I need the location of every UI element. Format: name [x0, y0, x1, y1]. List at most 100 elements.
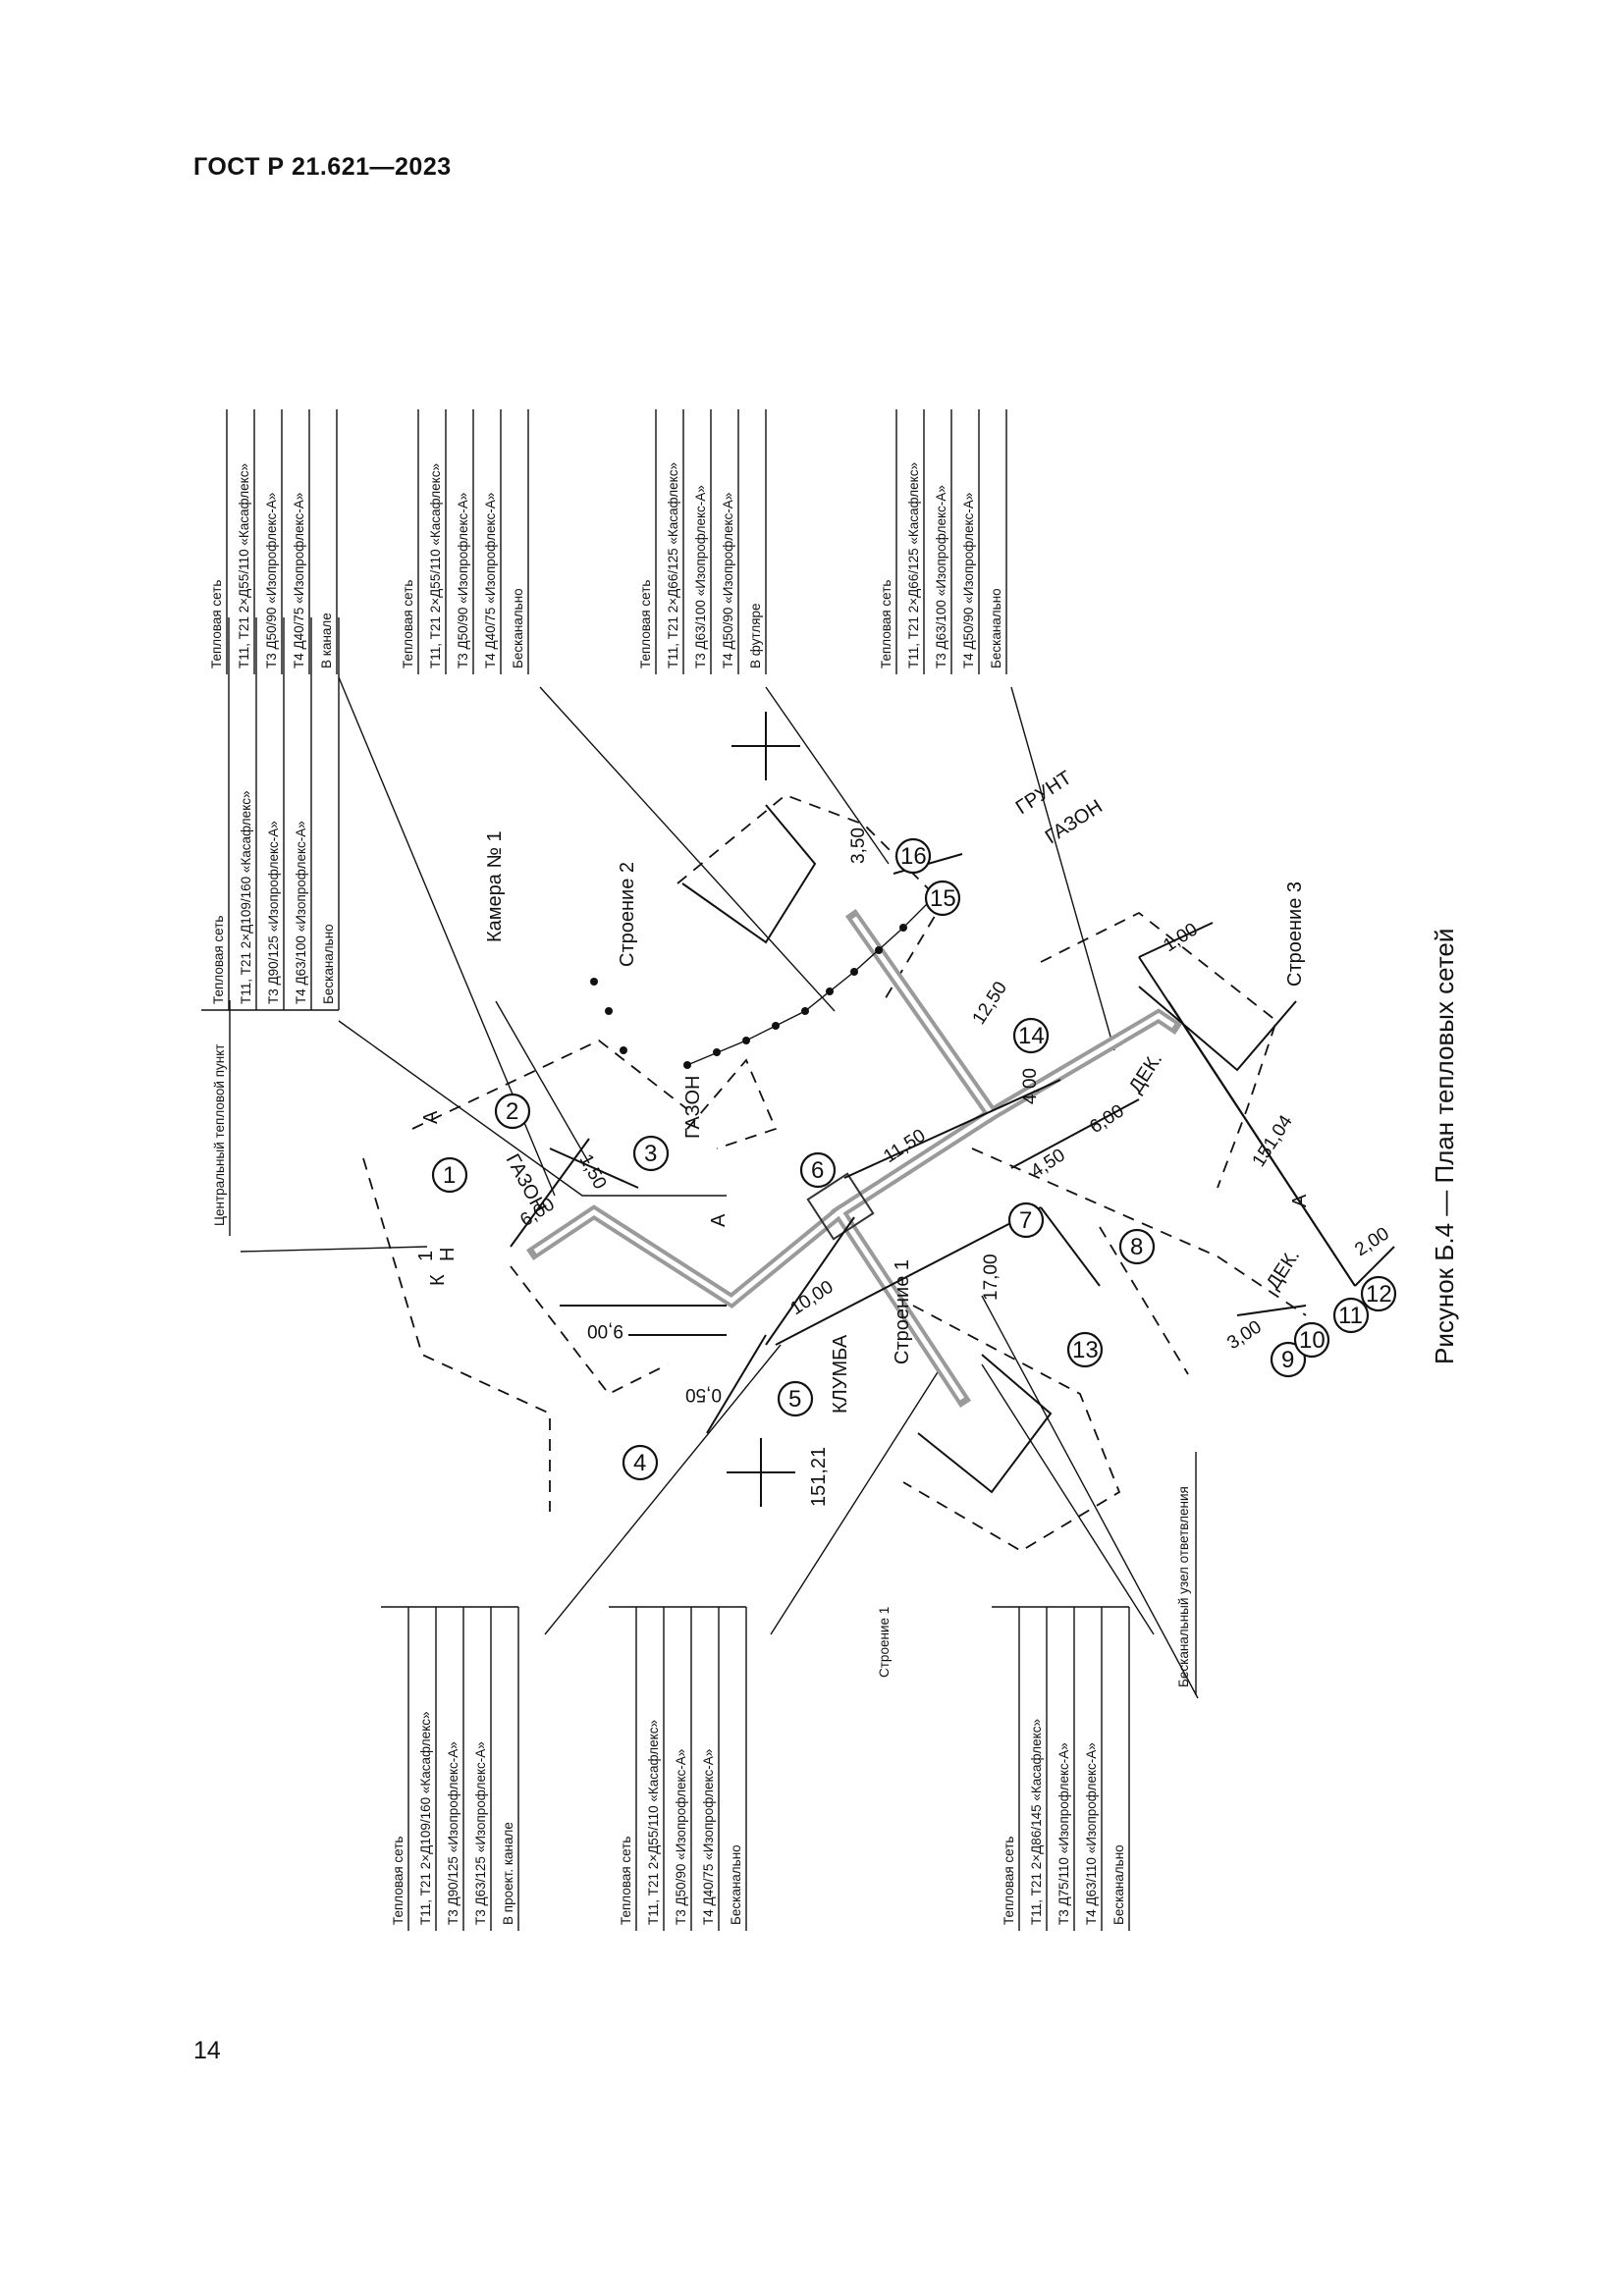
a-label-3: А	[1289, 1194, 1311, 1207]
legend-table-5: Тепловая сеть Т11, Т21 2×Д66/125 «Касафл…	[879, 409, 1007, 674]
legend-table-2: Тепловая сеть Т11, Т21 2×Д55/110 «Касафл…	[209, 409, 338, 674]
gazon-label-3: ГАЗОН	[1042, 796, 1107, 849]
table-row: Бесканально	[729, 1844, 743, 1925]
building2-outline	[677, 793, 945, 1002]
document-header: ГОСТ Р 21.621—2023	[193, 153, 452, 181]
table-row: Т4 Д40/75 «Изопрофлекс-А»	[483, 493, 498, 668]
table-row: Бесканально	[511, 588, 525, 668]
table-row: Т4 Д40/75 «Изопрофлекс-А»	[701, 1749, 716, 1925]
legend-tables: Тепловая сеть Т11, Т21 2×Д109/160 «Касаф…	[201, 409, 1130, 1931]
building2	[681, 804, 817, 944]
leader-line	[544, 1344, 782, 1635]
dimension-value: 1,50	[575, 1150, 611, 1193]
dimension-value: 9,00	[587, 1320, 623, 1341]
plan-drawing: Камера № 1 Строение 2 Строение 3 Строени…	[240, 676, 1397, 1699]
table-row: Т3 Д63/125 «Изопрофлекс-А»	[473, 1741, 488, 1925]
svg-text:15: 15	[930, 885, 956, 912]
branch-node-box	[806, 1172, 875, 1241]
bubble-1: 1	[431, 1156, 468, 1194]
branch-node-label: Бесканальный узел ответвления	[1176, 1486, 1191, 1687]
svg-text:3: 3	[644, 1141, 657, 1167]
table-row: Т3 Д90/125 «Изопрофлекс-А»	[266, 821, 281, 1004]
svg-text:1: 1	[443, 1162, 456, 1189]
dimension-lines	[510, 853, 1395, 1434]
bubble-16: 16	[894, 837, 932, 875]
bubble-5: 5	[777, 1380, 814, 1417]
table-row: В футляре	[748, 603, 763, 668]
table-row: Т3 Д50/90 «Изопрофлекс-А»	[674, 1749, 688, 1925]
dimension-value: 4,00	[1020, 1068, 1041, 1104]
leader-line	[765, 686, 890, 865]
bubble-11: 11	[1332, 1297, 1370, 1334]
building1-label: Строение 1	[877, 1607, 892, 1678]
table-row: Т4 Д40/75 «Изопрофлекс-А»	[292, 493, 306, 668]
chamber-dots	[590, 924, 907, 1069]
bubble-3: 3	[632, 1135, 670, 1172]
dimension-value: 3,50	[848, 828, 869, 864]
bubble-6: 6	[799, 1151, 837, 1189]
svg-text:14: 14	[1018, 1023, 1045, 1049]
a-label-2: А	[708, 1213, 730, 1227]
k-numerator: 1	[415, 1251, 437, 1261]
table-row: Т3 Д50/90 «Изопрофлекс-А»	[456, 493, 470, 668]
elevation-label: 151,21	[808, 1447, 830, 1507]
k-denominator: Н	[437, 1248, 459, 1261]
svg-text:7: 7	[1019, 1207, 1032, 1234]
site-outline	[971, 1148, 1307, 1316]
dimension-value: 17,00	[981, 1254, 1001, 1301]
building1	[917, 1354, 1053, 1494]
bubble-9: 9	[1270, 1341, 1307, 1378]
leader-line	[495, 1000, 590, 1164]
bubble-10: 10	[1293, 1321, 1330, 1359]
table-row: Бесканально	[1111, 1844, 1126, 1925]
figure-caption: Рисунок Б.4 — План тепловых сетей	[1430, 929, 1459, 1364]
table-row: Т3 Д90/125 «Изопрофлекс-А»	[446, 1741, 460, 1925]
leader-line	[1010, 686, 1115, 1051]
legend-table-7: Тепловая сеть Т11, Т21 2×Д55/110 «Касафл…	[609, 1606, 747, 1931]
svg-text:8: 8	[1130, 1234, 1143, 1260]
leader-line	[770, 1363, 944, 1635]
table-row: Тепловая сеть	[209, 580, 224, 668]
building3	[1138, 986, 1297, 1072]
svg-text:2: 2	[506, 1098, 518, 1125]
svg-text:11: 11	[1338, 1303, 1363, 1329]
dek-label: ДЕК.	[1263, 1246, 1304, 1294]
table-row: Т3 Д50/90 «Изопрофлекс-А»	[264, 493, 279, 668]
site-outline	[1099, 1226, 1189, 1375]
leader-line	[981, 1363, 1155, 1635]
table-row: Т11, Т21 2×Д66/125 «Касафлекс»	[666, 462, 680, 668]
svg-text:13: 13	[1072, 1337, 1099, 1363]
bubble-12: 12	[1360, 1275, 1397, 1312]
building1-outline	[902, 1305, 1121, 1553]
building3-label: Строение 3	[1284, 881, 1306, 987]
gazon-label-2: ГАЗОН	[682, 1076, 704, 1139]
table-row: Т4 Д50/90 «Изопрофлекс-А»	[721, 493, 735, 668]
building2-label: Строение 2	[617, 862, 638, 967]
bubble-14: 14	[1012, 1017, 1050, 1054]
legend-table-6: Тепловая сеть Т11, Т21 2×Д109/160 «Касаф…	[381, 1606, 519, 1931]
table-row: Т11, Т21 2×Д66/125 «Касафлекс»	[906, 462, 921, 668]
table-row: Бесканально	[321, 924, 336, 1004]
table-row: Тепловая сеть	[391, 1837, 406, 1925]
a-label: А	[420, 1110, 442, 1124]
bubble-15: 15	[924, 880, 961, 917]
gazon-outline	[686, 1058, 778, 1149]
chamber-label: Камера № 1	[484, 830, 506, 942]
table-row: Тепловая сеть	[638, 580, 653, 668]
table-row: Тепловая сеть	[401, 580, 415, 668]
table-row: Т4 Д50/90 «Изопрофлекс-А»	[961, 493, 976, 668]
bubble-7: 7	[1007, 1201, 1045, 1239]
pipe-network	[525, 908, 1183, 1409]
table-row: Тепловая сеть	[879, 580, 893, 668]
dimension-value: 0,50	[685, 1384, 722, 1405]
table-row: Т11, Т21 2×Д109/160 «Касафлекс»	[418, 1711, 433, 1925]
leader-line	[539, 686, 836, 1012]
bubble-13: 13	[1066, 1331, 1104, 1368]
dimension-value: 1,00	[1160, 919, 1201, 956]
legend-table-1: Тепловая сеть Т11, Т21 2×Д109/160 «Касаф…	[201, 617, 340, 1011]
table-row: Тепловая сеть	[211, 916, 226, 1004]
bubble-markers: 1 2 3 4 5 6 7 8 9 10 11 12 13 14 15 16	[431, 837, 1397, 1481]
dek-label-2: ДЕК.	[1125, 1049, 1166, 1097]
table-row: Т3 Д63/100 «Изопрофлекс-А»	[693, 485, 708, 668]
table-row: Т3 Д75/110 «Изопрофлекс-А»	[1056, 1742, 1071, 1925]
